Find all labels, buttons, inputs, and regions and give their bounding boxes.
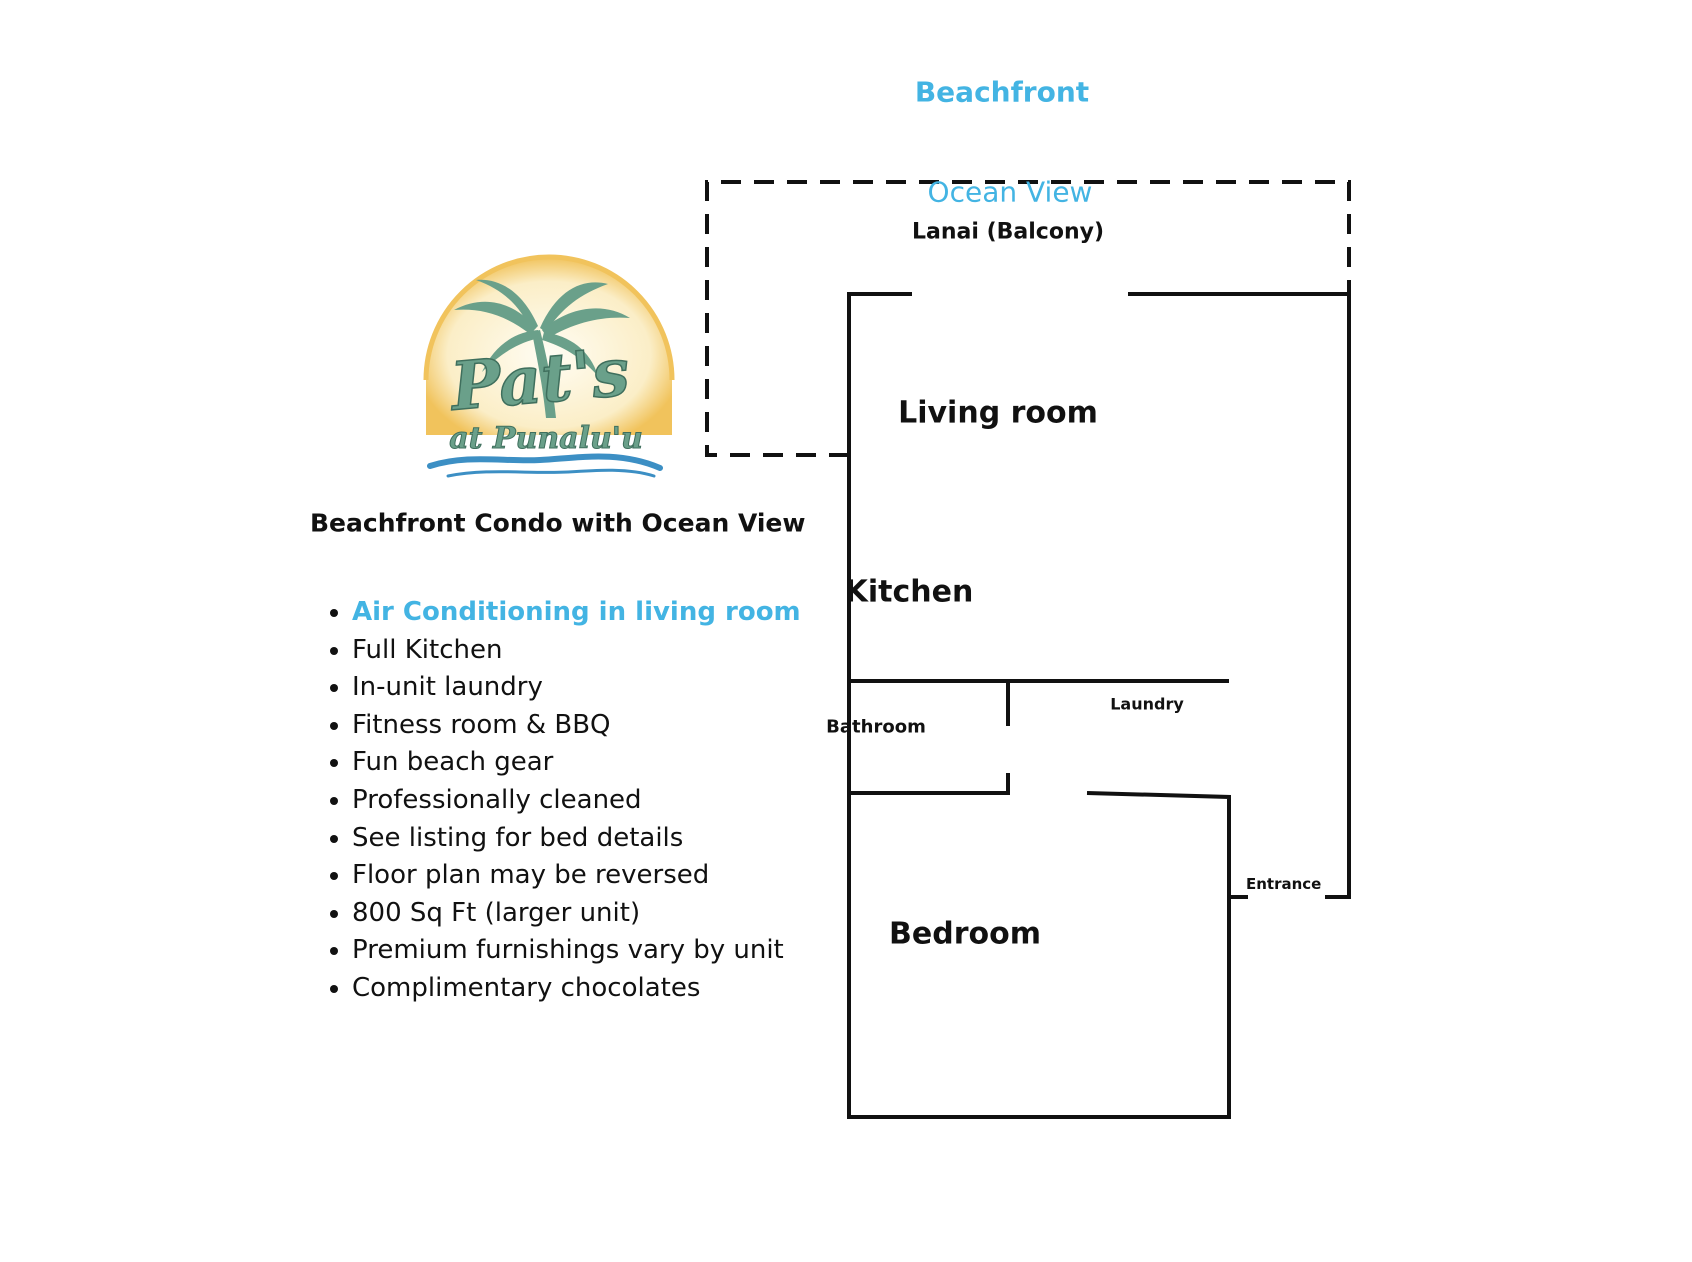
entrance-label: Entrance (1246, 875, 1322, 893)
feature-item: In-unit laundry (328, 669, 801, 707)
living-room-label: Living room (898, 395, 1098, 431)
bedroom-label: Bedroom (889, 916, 1041, 952)
wall-top-left (847, 292, 1231, 1119)
palm-tree-icon (454, 279, 630, 418)
feature-item: Air Conditioning in living room (328, 594, 801, 632)
feature-item: Fun beach gear (328, 744, 801, 782)
beachfront-label: Beachfront (914, 75, 1090, 109)
walls (847, 292, 1351, 1119)
ocean-view-label: Ocean View (927, 175, 1093, 209)
feature-item: Complimentary chocolates (328, 970, 801, 1008)
sun-icon (426, 257, 672, 435)
feature-item: See listing for bed details (328, 820, 801, 858)
wave-icon (427, 453, 663, 478)
listing-title: Beachfront Condo with Ocean View (310, 508, 806, 538)
lanai-label: Lanai (Balcony) (912, 219, 1104, 245)
wall-top-right (1128, 292, 1351, 899)
logo-location: at Punalu'u (449, 421, 643, 456)
kitchen-label: Kitchen (844, 574, 974, 610)
feature-item: 800 Sq Ft (larger unit) (328, 895, 801, 933)
logo: Pat's at Punalu'u (423, 254, 675, 478)
wall-bathroom-bottom (847, 773, 1010, 795)
feature-item: Full Kitchen (328, 632, 801, 670)
logo-name: Pat's (446, 332, 633, 425)
feature-item: Fitness room & BBQ (328, 707, 801, 745)
feature-item: Floor plan may be reversed (328, 857, 801, 895)
feature-item: Professionally cleaned (328, 782, 801, 820)
laundry-label: Laundry (1110, 694, 1184, 714)
bathroom-label: Bathroom (826, 716, 926, 738)
feature-item: Premium furnishings vary by unit (328, 932, 801, 970)
lanai-outline (705, 180, 1351, 457)
